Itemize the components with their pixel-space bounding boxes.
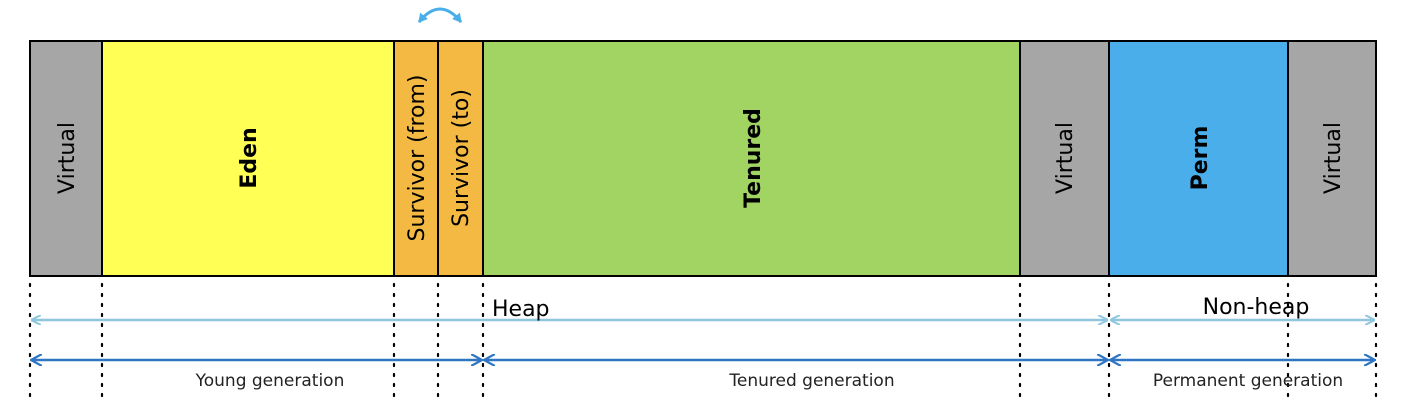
permanent-generation-label: Permanent generation — [1153, 371, 1343, 391]
non-heap-label: Non-heap — [1203, 295, 1310, 320]
segment-label-virtual-3: Virtual — [1321, 122, 1346, 194]
segment-virtual-2: Virtual — [1019, 40, 1110, 277]
segment-label-eden: Eden — [237, 127, 262, 188]
segment-virtual-3: Virtual — [1287, 40, 1377, 277]
tenured-generation-label: Tenured generation — [728, 371, 894, 391]
segment-label-tenured: Tenured — [741, 108, 766, 208]
segment-eden: Eden — [101, 40, 395, 277]
bar-outline — [29, 40, 1377, 277]
segment-survivor-from: Survivor (from) — [393, 40, 439, 277]
segment-virtual-1: Virtual — [29, 40, 103, 277]
segment-label-survivor-from: Survivor (from) — [405, 75, 430, 242]
segment-label-perm: Perm — [1188, 126, 1213, 191]
segment-label-survivor-to: Survivor (to) — [449, 89, 474, 227]
segment-label-virtual-1: Virtual — [55, 122, 80, 194]
heap-label: Heap — [492, 297, 550, 322]
segment-label-virtual-2: Virtual — [1053, 122, 1078, 194]
boundary-guides — [28, 282, 1378, 402]
segment-survivor-to: Survivor (to) — [437, 40, 484, 277]
segment-perm: Perm — [1108, 40, 1289, 277]
young-generation-label: Young generation — [195, 371, 345, 391]
survivor-swap-arrow — [417, 7, 463, 23]
segment-tenured: Tenured — [482, 40, 1021, 277]
